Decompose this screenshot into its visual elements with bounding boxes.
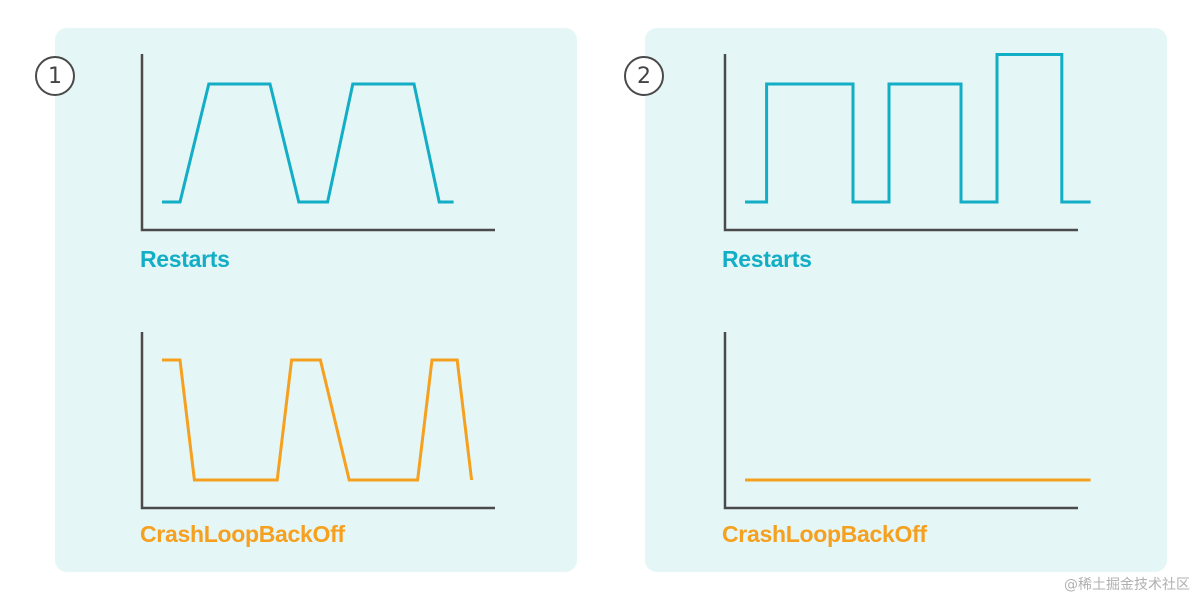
crash-label-2: CrashLoopBackOff	[722, 521, 927, 547]
crash-line-1	[162, 358, 474, 482]
axis-2	[723, 54, 1078, 232]
restarts-label-1: Restarts	[140, 246, 230, 272]
axis-1	[140, 332, 495, 510]
step-badge-2: 2	[624, 56, 664, 96]
restarts-chart-2	[723, 53, 1091, 232]
restarts-line-1	[162, 82, 454, 204]
restarts-label-2: Restarts	[722, 246, 812, 272]
restarts-line-2	[745, 53, 1091, 204]
axis-3	[723, 332, 1078, 510]
crash-label-1: CrashLoopBackOff	[140, 521, 345, 547]
watermark: @稀土掘金技术社区	[1064, 577, 1190, 593]
crash-chart-2	[723, 332, 1091, 510]
step-badge-1: 1	[35, 56, 75, 96]
axis-0	[140, 54, 495, 232]
restarts-chart-1	[140, 54, 495, 232]
crash-chart-1	[140, 332, 495, 510]
